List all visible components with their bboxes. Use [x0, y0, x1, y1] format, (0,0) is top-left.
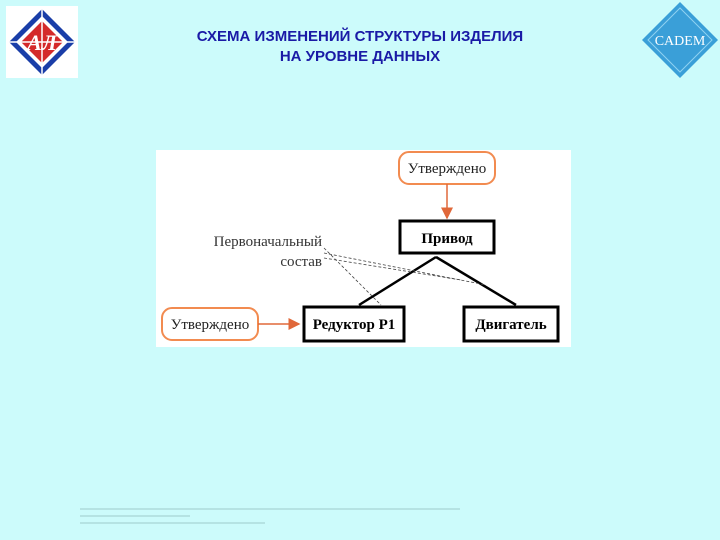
- edge-root-left: [358, 255, 437, 307]
- node-child-right-label: Двигатель: [475, 317, 546, 333]
- annotation-line-1: Первоначальный: [214, 234, 322, 250]
- leader-line-3: [323, 257, 462, 281]
- cadem-diamond: [642, 2, 718, 78]
- logo-left-text: АЛ: [25, 30, 58, 55]
- node-child-left-label: Редуктор Р1: [313, 317, 396, 333]
- node-child-left: [302, 305, 406, 343]
- node-root-label: Привод: [421, 231, 473, 247]
- edge-root-right: [435, 255, 517, 307]
- node-root: [398, 219, 496, 255]
- structure-diagram: Утверждено Привод Первоначальный состав …: [156, 150, 571, 347]
- callout-approved-left-label: Утверждено: [171, 317, 250, 333]
- annotation-line-2: состав: [280, 254, 322, 270]
- logo-left: АЛ: [6, 6, 78, 78]
- footer-fine-print: [80, 508, 480, 533]
- title-line-2: НА УРОВНЕ ДАННЫХ: [279, 48, 441, 65]
- logo-right: CADEM: [640, 0, 720, 80]
- node-child-right: [462, 305, 560, 343]
- title-line-1: СХЕМА ИЗМЕНЕНИЙ СТРУКТУРЫ ИЗДЕЛИЯ: [196, 28, 524, 45]
- callout-approved-top-label: Утверждено: [408, 161, 487, 177]
- page-title: СХЕМА ИЗМЕНЕНИЙ СТРУКТУРЫ ИЗДЕЛИЯ НА УРО…: [130, 27, 590, 67]
- logo-right-text: CADEM: [655, 34, 706, 49]
- leader-line-2: [323, 252, 487, 286]
- leader-line-1: [323, 247, 382, 306]
